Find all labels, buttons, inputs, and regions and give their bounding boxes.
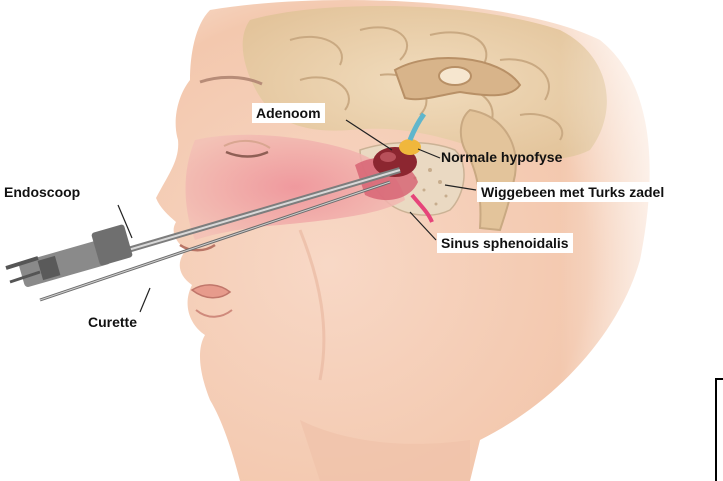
label-curette: Curette (88, 313, 137, 331)
corner-frame (715, 378, 723, 481)
label-normale-hypofyse: Normale hypofyse (441, 148, 562, 166)
right-fade (560, 0, 723, 481)
adenoma-shine (380, 152, 396, 162)
label-endoscoop: Endoscoop (4, 183, 80, 201)
ventricle (439, 67, 471, 85)
pituitary-gland (399, 139, 421, 155)
label-adenoom: Adenoom (252, 103, 325, 123)
label-wiggebeen: Wiggebeen met Turks zadel (477, 182, 668, 202)
leader-curette (140, 288, 150, 312)
label-sinus-sphenoidalis: Sinus sphenoidalis (437, 233, 573, 253)
